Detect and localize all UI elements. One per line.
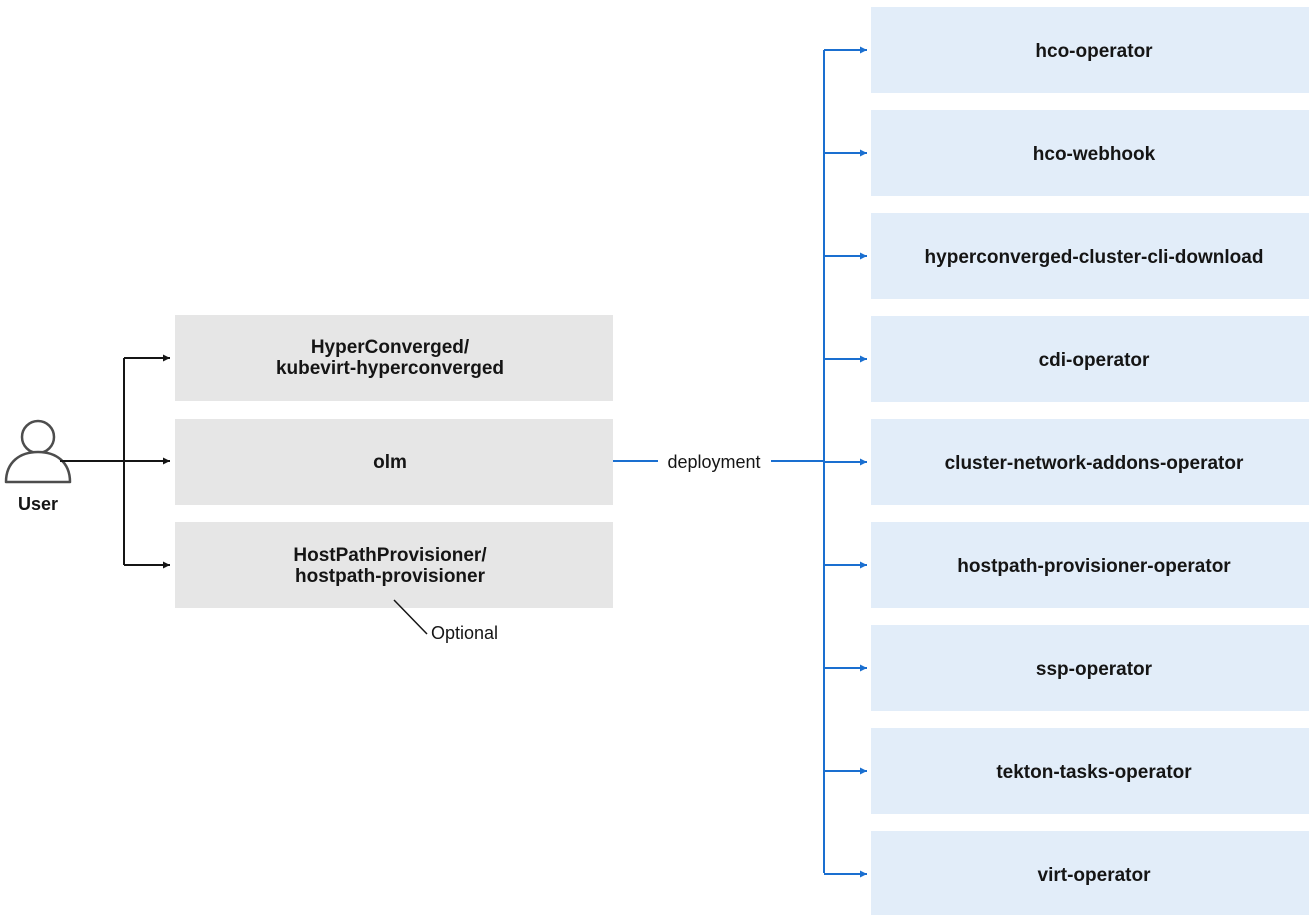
- component-box-rect: [871, 831, 1309, 915]
- component-box-hyperconverged-cluster-cli-download: hyperconverged-cluster-cli-download: [871, 213, 1309, 299]
- user-connectors: [60, 354, 170, 569]
- optional-label: Optional: [431, 623, 498, 643]
- component-box-ssp-operator: ssp-operator: [871, 625, 1309, 711]
- component-box-label: ssp-operator: [1036, 659, 1153, 680]
- component-box-rect: [871, 316, 1309, 402]
- input-box-rect: [175, 522, 613, 608]
- input-box-hyperconverged: HyperConverged/ kubevirt-hyperconverged: [175, 315, 613, 401]
- input-box-label: olm: [373, 452, 407, 473]
- component-arrows: [824, 46, 867, 878]
- user-label: User: [18, 494, 58, 514]
- component-box-label: virt-operator: [1038, 865, 1152, 886]
- input-box-hostpathprovisioner: HostPathProvisioner/ hostpath-provisione…: [175, 522, 613, 608]
- input-box-label: hostpath-provisioner: [295, 566, 486, 587]
- component-box-hco-operator: hco-operator: [871, 7, 1309, 93]
- component-box-rect: [871, 213, 1309, 299]
- user-icon-body: [4, 450, 72, 484]
- component-box-rect: [871, 625, 1309, 711]
- component-box-label: hyperconverged-cluster-cli-download: [925, 247, 1264, 268]
- component-box-rect: [871, 522, 1309, 608]
- user-icon: [4, 419, 72, 484]
- component-box-label: tekton-tasks-operator: [996, 762, 1192, 783]
- component-box-hco-webhook: hco-webhook: [871, 110, 1309, 196]
- component-box-label: cluster-network-addons-operator: [945, 453, 1244, 474]
- input-box-olm: olm: [175, 419, 613, 505]
- deployment-label: deployment: [667, 452, 760, 472]
- component-box-hostpath-provisioner-operator: hostpath-provisioner-operator: [871, 522, 1309, 608]
- optional-callout-line: [393, 599, 428, 635]
- component-box-rect: [871, 110, 1309, 196]
- component-box-label: hco-operator: [1035, 41, 1153, 62]
- component-box-tekton-tasks-operator: tekton-tasks-operator: [871, 728, 1309, 814]
- component-box-virt-operator: virt-operator: [871, 831, 1309, 915]
- input-box-label: HyperConverged/: [311, 337, 470, 358]
- component-box-label: hco-webhook: [1033, 144, 1156, 165]
- input-box-label: HostPathProvisioner/: [293, 545, 487, 566]
- component-boxes: hco-operator hco-webhook hyperconverged-cl…: [871, 7, 1309, 915]
- input-box-label: kubevirt-hyperconverged: [276, 358, 504, 379]
- component-box-rect: [871, 728, 1309, 814]
- component-box-label: cdi-operator: [1039, 350, 1150, 371]
- input-box-rect: [175, 419, 613, 505]
- component-box-cluster-network-addons-operator: cluster-network-addons-operator: [871, 419, 1309, 505]
- input-box-rect: [175, 315, 613, 401]
- component-box-cdi-operator: cdi-operator: [871, 316, 1309, 402]
- component-box-rect: [871, 419, 1309, 505]
- component-box-rect: [871, 7, 1309, 93]
- component-box-label: hostpath-provisioner-operator: [957, 556, 1231, 577]
- user-icon-head: [20, 419, 56, 455]
